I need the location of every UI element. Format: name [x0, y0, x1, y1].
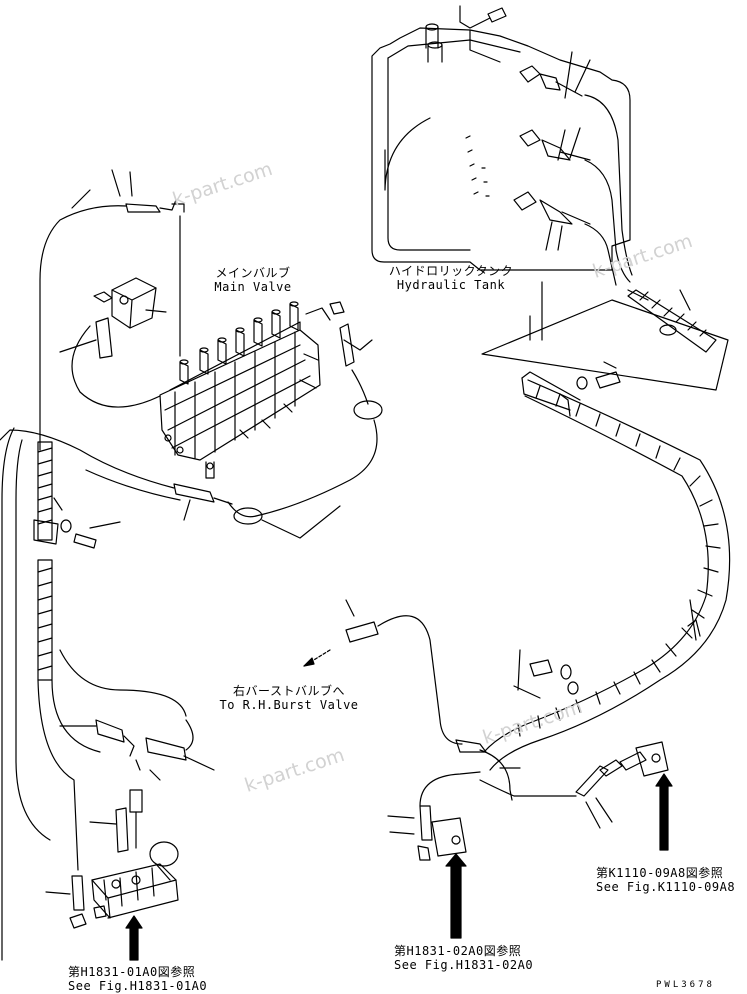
ref-h1831-02a0-en: See Fig.H1831-02A0	[394, 958, 534, 972]
ref-h1831-01a0-en: See Fig.H1831-01A0	[68, 979, 208, 993]
ref-k1110-09a8-jp: 第K1110-09A8図参照	[596, 866, 724, 880]
reference-arrows	[125, 773, 673, 961]
ref-h1831-02a0: 第H1831-02A0図参照 See Fig.H1831-02A0	[394, 944, 533, 972]
tank-plate	[481, 281, 729, 391]
spiral-wrap-hose-right	[483, 289, 731, 771]
pilot-valve-assembly	[45, 649, 215, 929]
lower-right-block	[575, 741, 669, 829]
drawing-code: PWL3678	[656, 980, 715, 990]
upper-left-hose	[39, 169, 185, 451]
main-valve-label-jp: メインバルブ	[215, 266, 291, 280]
tank-hoses	[584, 94, 649, 301]
main-valve-label-en: Main Valve	[214, 280, 292, 294]
hydraulic-tank	[371, 5, 631, 271]
hydraulic-tank-label-en: Hydraulic Tank	[396, 278, 506, 292]
burst-valve-hose	[345, 599, 577, 801]
main-valve	[159, 301, 331, 479]
bolt-washer-lower	[513, 649, 579, 699]
ref-h1831-01a0: 第H1831-01A0図参照 See Fig.H1831-01A0	[68, 965, 207, 993]
valve-to-clamp-hose	[227, 301, 383, 539]
pilot-block-upper	[93, 277, 167, 329]
hydraulic-tank-label-jp: ハイドロリックタンク	[388, 264, 514, 278]
bolt-washer-upper	[576, 361, 621, 390]
ref-h1831-01a0-jp: 第H1831-01A0図参照	[68, 965, 196, 979]
main-valve-lower-hose	[0, 429, 233, 521]
burst-valve-label-en: To R.H.Burst Valve	[219, 698, 359, 712]
lower-mid-block	[387, 771, 481, 861]
burst-valve-arrowhead	[303, 657, 315, 667]
ref-k1110-09a8-en: See Fig.K1110-09A8	[596, 880, 736, 894]
hydraulic-tank-label: ハイドロリックタンク Hydraulic Tank	[378, 264, 524, 292]
ref-h1831-02a0-jp: 第H1831-02A0図参照	[394, 944, 522, 958]
bolt-washer-left	[53, 497, 121, 549]
spiral-wrap-hose-left	[1, 427, 101, 961]
main-valve-label: メインバルブ Main Valve	[200, 266, 306, 294]
ref-k1110-09a8: 第K1110-09A8図参照 See Fig.K1110-09A8	[596, 866, 735, 894]
burst-valve-label-jp: 右バーストバルブへ	[233, 684, 345, 698]
burst-valve-label: 右バーストバルブへ To R.H.Burst Valve	[204, 684, 374, 712]
